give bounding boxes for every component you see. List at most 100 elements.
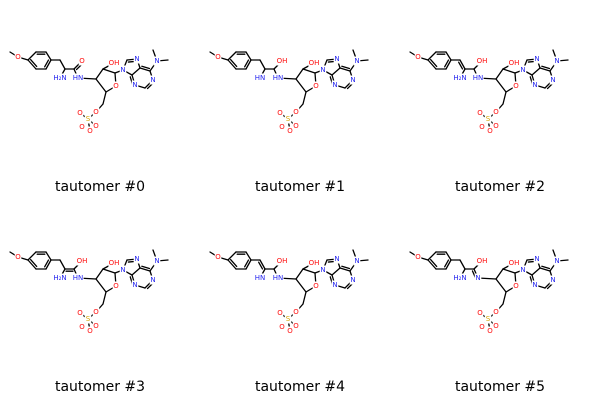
atom-label-background	[492, 121, 500, 131]
atom-label-oxygen: O	[277, 309, 283, 317]
atom-label-background	[131, 280, 139, 290]
atom-label-background	[553, 56, 561, 66]
atom-label-nitrogen: HN	[273, 274, 284, 282]
bond-line	[502, 68, 516, 74]
atom-label-background	[512, 81, 520, 91]
tautomer-caption: tautomer #2	[454, 179, 546, 195]
bond-line	[502, 268, 516, 274]
bond-line	[302, 291, 307, 305]
atom-label-background	[508, 58, 520, 68]
atom-label-background	[476, 108, 484, 118]
atom-label-oxygen: O	[79, 123, 85, 131]
atom-label-background	[492, 321, 500, 331]
double-bond-line	[429, 58, 438, 68]
bond-line	[339, 267, 351, 272]
atom-label-nitrogen: N	[534, 255, 539, 263]
atom-label-background	[78, 122, 86, 132]
atom-label-background	[108, 258, 120, 268]
bond-line	[427, 259, 437, 270]
atom-label-background	[52, 73, 68, 83]
atom-label-background	[533, 254, 541, 264]
atom-label-oxygen: O	[477, 309, 483, 317]
atom-label-background	[14, 52, 22, 62]
atom-label-nitrogen: N	[354, 57, 359, 65]
atom-label-oxygen: O	[487, 127, 493, 135]
atom-label-background	[286, 126, 294, 136]
atom-label-oxygen: OH	[77, 257, 88, 265]
atom-label-oxygen: O	[215, 53, 221, 61]
atom-label-background	[276, 308, 284, 318]
atom-label-background	[112, 81, 120, 91]
atom-label-oxygen: OH	[509, 259, 520, 267]
atom-label-nitrogen: HN	[273, 74, 284, 82]
atom-label-oxygen: O	[513, 82, 519, 90]
atom-label-oxygen: O	[477, 109, 483, 117]
atom-label-oxygen: O	[493, 108, 499, 116]
bond-line	[27, 259, 37, 270]
bond-line	[227, 251, 237, 261]
atom-label-oxygen: O	[313, 82, 319, 90]
atom-label-nitrogen: N	[350, 76, 355, 84]
double-bond-line	[341, 65, 351, 70]
tautomer-caption: tautomer #3	[54, 379, 146, 395]
atom-label-oxygen: O	[113, 282, 119, 290]
double-bond-line	[458, 61, 464, 70]
atom-label-nitrogen: N	[154, 57, 159, 65]
atom-label-sulfur: S	[486, 115, 491, 123]
atom-label-background	[254, 273, 266, 283]
atom-label-oxygen: O	[487, 327, 493, 335]
atom-label-oxygen: OH	[277, 257, 288, 265]
bond-line	[139, 267, 151, 272]
atom-label-background	[86, 126, 94, 136]
atom-label-nitrogen: N	[532, 281, 537, 289]
atom-label-oxygen: OH	[277, 57, 288, 65]
atom-label-nitrogen: N	[134, 255, 139, 263]
atom-label-oxygen: O	[513, 282, 519, 290]
atom-label-background	[78, 322, 86, 332]
atom-label-oxygen: OH	[309, 59, 320, 67]
atom-label-oxygen: O	[293, 308, 299, 316]
atom-label-background	[486, 326, 494, 336]
atom-label-background	[519, 265, 527, 275]
atom-label-sulfur: S	[86, 115, 91, 123]
atom-label-background	[14, 252, 22, 262]
atom-label-nitrogen: HN	[73, 274, 84, 282]
atom-label-background	[531, 80, 539, 90]
atom-label-background	[153, 56, 161, 66]
atom-label-background	[292, 121, 300, 131]
atom-label-background	[331, 280, 339, 290]
atom-label-oxygen: O	[93, 308, 99, 316]
atom-label-oxygen: O	[215, 253, 221, 261]
atom-label-oxygen: O	[479, 323, 485, 331]
atom-label-oxygen: O	[287, 127, 293, 135]
atom-label-nitrogen: HN	[255, 74, 266, 82]
atom-label-oxygen: O	[277, 109, 283, 117]
double-bond-line	[444, 259, 450, 268]
atom-label-oxygen: O	[279, 123, 285, 131]
atom-label-background	[549, 75, 557, 85]
atom-label-nitrogen: H₂N	[53, 74, 66, 82]
double-bond-line	[258, 261, 264, 270]
tautomer-caption: tautomer #0	[54, 179, 146, 195]
double-bond-line	[444, 59, 450, 68]
atom-label-background	[492, 107, 500, 117]
bond-line	[295, 278, 307, 293]
atom-label-oxygen: O	[293, 108, 299, 116]
bond-line	[227, 59, 237, 70]
atom-label-oxygen: O	[113, 82, 119, 90]
bond-line	[539, 267, 551, 272]
double-bond-line	[229, 58, 238, 68]
atom-label-nitrogen: H₂N	[453, 274, 466, 282]
atom-label-background	[84, 314, 92, 324]
bond-line	[531, 67, 541, 76]
atom-label-oxygen: O	[93, 108, 99, 116]
atom-label-sulfur: S	[286, 115, 291, 123]
bond-line	[45, 51, 52, 61]
atom-label-background	[308, 58, 320, 68]
bond-line	[539, 67, 551, 72]
atom-label-background	[292, 307, 300, 317]
